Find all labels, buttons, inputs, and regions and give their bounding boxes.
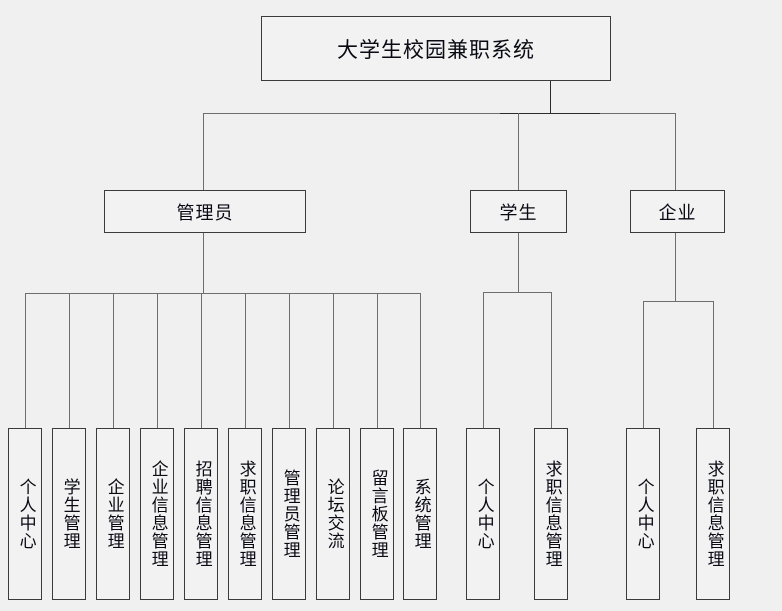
node-admin-child-10-label: 系统管理	[410, 478, 431, 550]
connector-student-stem	[518, 233, 519, 292]
node-admin[interactable]: 管理员	[104, 190, 306, 233]
node-student-label: 学生	[499, 202, 538, 224]
node-student[interactable]: 学生	[470, 190, 567, 233]
connector-company-leaf-1	[643, 301, 644, 428]
node-root[interactable]: 大学生校园兼职系统	[261, 16, 611, 81]
node-company-child-2-label: 求职信息管理	[703, 460, 724, 568]
connector-admin-leaf-9	[377, 293, 378, 428]
node-student-child-1[interactable]: 个人中心	[466, 428, 500, 600]
node-admin-child-9[interactable]: 留言板管理	[360, 428, 394, 600]
connector-admin-leaf-10	[420, 293, 421, 428]
connector-main-bus-highlight	[500, 113, 600, 114]
node-student-child-2[interactable]: 求职信息管理	[534, 428, 568, 600]
connector-admin-leaf-5	[201, 293, 202, 428]
node-admin-child-2-label: 学生管理	[59, 478, 80, 550]
node-company[interactable]: 企业	[630, 190, 725, 233]
connector-root-stem	[550, 81, 551, 113]
connector-admin-leaf-8	[333, 293, 334, 428]
connector-admin-leaf-3	[113, 293, 114, 428]
node-student-child-1-label: 个人中心	[473, 478, 494, 550]
node-company-child-2[interactable]: 求职信息管理	[696, 428, 730, 600]
connector-drop-student	[518, 113, 519, 190]
connector-company-bus	[643, 301, 714, 302]
node-admin-child-4[interactable]: 企业信息管理	[140, 428, 174, 600]
connector-drop-admin	[203, 113, 204, 190]
node-admin-child-8[interactable]: 论坛交流	[316, 428, 350, 600]
node-admin-child-4-label: 企业信息管理	[147, 460, 168, 568]
node-admin-child-5[interactable]: 招聘信息管理	[184, 428, 218, 600]
connector-company-stem	[675, 233, 676, 301]
node-company-label: 企业	[658, 202, 697, 224]
connector-main-bus	[203, 113, 675, 114]
node-admin-child-3-label: 企业管理	[103, 478, 124, 550]
node-admin-child-1[interactable]: 个人中心	[8, 428, 42, 600]
node-admin-child-8-label: 论坛交流	[323, 478, 344, 550]
connector-admin-leaf-2	[69, 293, 70, 428]
connector-admin-stem	[203, 233, 204, 293]
node-admin-child-7[interactable]: 管理员管理	[272, 428, 306, 600]
connector-student-leaf-2	[551, 292, 552, 428]
node-admin-child-2[interactable]: 学生管理	[52, 428, 86, 600]
connector-admin-leaf-1	[25, 293, 26, 428]
node-company-child-1[interactable]: 个人中心	[626, 428, 660, 600]
node-admin-child-10[interactable]: 系统管理	[403, 428, 437, 600]
node-admin-child-5-label: 招聘信息管理	[191, 460, 212, 568]
node-admin-child-6[interactable]: 求职信息管理	[228, 428, 262, 600]
node-admin-child-9-label: 留言板管理	[367, 469, 388, 559]
connector-drop-company	[675, 113, 676, 190]
connector-company-leaf-2	[713, 301, 714, 428]
connector-admin-leaf-4	[157, 293, 158, 428]
node-admin-child-1-label: 个人中心	[15, 478, 36, 550]
connector-admin-bus	[25, 293, 421, 294]
node-admin-child-7-label: 管理员管理	[279, 469, 300, 559]
node-admin-label: 管理员	[176, 202, 234, 224]
node-admin-child-6-label: 求职信息管理	[235, 460, 256, 568]
connector-admin-leaf-7	[289, 293, 290, 428]
node-company-child-1-label: 个人中心	[633, 478, 654, 550]
node-root-label: 大学生校园兼职系统	[337, 37, 535, 62]
node-admin-child-3[interactable]: 企业管理	[96, 428, 130, 600]
connector-admin-leaf-6	[245, 293, 246, 428]
node-student-child-2-label: 求职信息管理	[541, 460, 562, 568]
connector-student-bus	[483, 292, 552, 293]
connector-student-leaf-1	[483, 292, 484, 428]
